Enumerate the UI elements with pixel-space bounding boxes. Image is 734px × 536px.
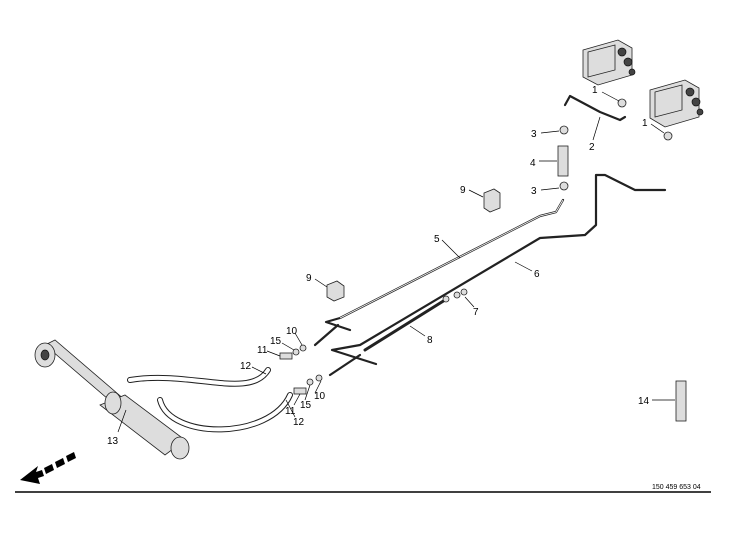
fitting-1a	[617, 98, 627, 108]
callout-10a: 10	[286, 326, 298, 337]
callout-1a: 1	[592, 85, 598, 96]
pipe-6	[330, 173, 667, 366]
clamp-9b	[326, 280, 345, 302]
fitting-3a	[559, 125, 569, 135]
travel-direction-arrow-icon	[20, 452, 76, 484]
clamp-9a	[483, 188, 501, 213]
callout-3b: 3	[531, 186, 537, 197]
callout-4: 4	[530, 158, 536, 169]
callout-1b: 1	[642, 118, 648, 129]
valve-block-lower	[649, 79, 704, 128]
pipe-8	[363, 298, 447, 352]
hydraulic-cylinder-13	[34, 339, 190, 460]
callout-9b: 9	[306, 273, 312, 284]
callout-3a: 3	[531, 129, 537, 140]
valve-block-upper	[582, 39, 636, 86]
hose-12b	[157, 392, 293, 433]
callout-7: 7	[473, 307, 479, 318]
fitting-7	[453, 291, 461, 299]
callout-6: 6	[534, 269, 540, 280]
callout-13: 13	[107, 436, 119, 447]
drawing-reference: 150 459 653 04	[652, 484, 701, 491]
callout-14: 14	[638, 396, 650, 407]
fitting-3b	[559, 181, 569, 191]
callout-15b: 15	[300, 400, 312, 411]
callout-5: 5	[434, 234, 440, 245]
pipe-2	[563, 94, 627, 122]
callout-11b: 11	[285, 406, 296, 417]
callout-12b: 12	[293, 417, 305, 428]
callout-8: 8	[427, 335, 433, 346]
callout-11a: 11	[257, 345, 268, 356]
callout-9a: 9	[460, 185, 466, 196]
sleeve-4	[557, 145, 569, 177]
callout-12a: 12	[240, 361, 252, 372]
hose-sleeve-14	[675, 380, 687, 422]
callout-15a: 15	[270, 336, 282, 347]
callout-2: 2	[589, 142, 595, 153]
fitting-1b	[663, 131, 673, 141]
callout-10b: 10	[314, 391, 326, 402]
